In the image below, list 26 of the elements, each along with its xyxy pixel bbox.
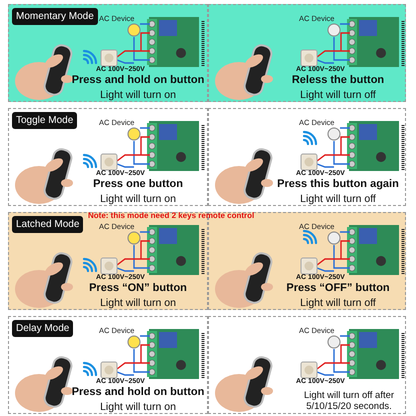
result-text: Light will turn on [99, 193, 177, 205]
instruction-text: Press and hold on button [70, 74, 206, 86]
mode-label: Latched Mode [12, 216, 84, 233]
result-text: Light will turn on [99, 401, 177, 413]
instruction-text: Press this button again [276, 178, 400, 190]
instruction-text: Press and hold on button [70, 386, 206, 398]
result-text: Light will turn on [99, 297, 177, 309]
instruction-text: Reless the button [290, 74, 386, 86]
result-text: Light will turn off [299, 297, 377, 309]
note-text: Note: this mode need 2 keys remote control [88, 211, 254, 220]
result-text: Light will turn on [99, 89, 177, 101]
mode-panel [8, 316, 208, 414]
mode-label: Momentary Mode [12, 8, 98, 25]
mode-panel [208, 108, 406, 206]
mode-panel [8, 4, 208, 102]
mode-label: Delay Mode [12, 320, 74, 337]
result-text: Light will turn off after 5/10/15/20 seconds. [302, 390, 396, 412]
result-text: Light will turn off [299, 193, 377, 205]
mode-panel [208, 316, 406, 414]
mode-panel [208, 4, 406, 102]
instruction-text: Press “ON” button [88, 282, 188, 294]
result-text: Light will turn off [299, 89, 377, 101]
mode-panel [8, 108, 208, 206]
instruction-text: Press one button [92, 178, 184, 190]
mode-label: Toggle Mode [12, 112, 78, 129]
instruction-text: Press “OFF” button [285, 282, 391, 294]
